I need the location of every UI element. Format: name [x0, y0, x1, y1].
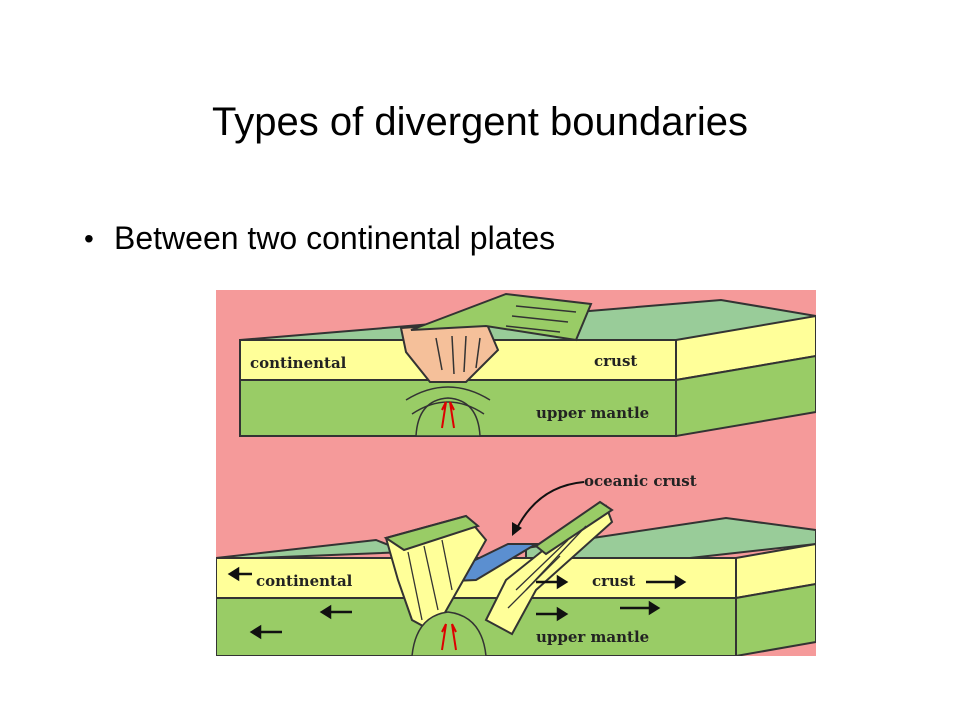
bottom-crust-side [735, 542, 816, 600]
top-mantle-label: upper mantle [536, 404, 649, 422]
bullet-list: • Between two continental plates [84, 220, 555, 257]
divergent-boundary-diagram: continental crust upper mantle [216, 290, 816, 656]
plate-motion-arrows [227, 566, 687, 640]
bottom-right-block-top [534, 500, 614, 556]
top-magma-dome [415, 397, 481, 437]
bottom-mantle-side [735, 582, 816, 656]
top-rift-ridge [410, 292, 593, 342]
bottom-mantle-label: upper mantle [536, 628, 649, 646]
bullet-icon: • [84, 222, 94, 254]
oceanic-crust-callout-arrow [515, 481, 585, 531]
slide-title: Types of divergent boundaries [212, 100, 748, 144]
top-crust-side [675, 314, 816, 382]
bottom-callout-label: oceanic crust [584, 472, 697, 490]
bullet-text: Between two continental plates [114, 220, 556, 256]
bottom-block: oceanic crust continental crust upper ma… [216, 472, 816, 656]
bullet-item: • Between two continental plates [84, 220, 555, 257]
top-block: continental crust upper mantle [239, 292, 816, 438]
top-mantle-side [675, 354, 816, 438]
bottom-left-label: continental [256, 572, 353, 590]
top-magma-arrows [441, 401, 455, 429]
bottom-magma-arrows [441, 623, 457, 651]
top-right-label: crust [594, 352, 637, 370]
bottom-right-label: crust [592, 572, 635, 590]
bottom-right-tilted-block [484, 504, 614, 636]
top-left-label: continental [250, 354, 347, 372]
callout-arrowhead [512, 522, 522, 536]
bottom-magma-dome [411, 611, 487, 656]
bottom-left-block-top [383, 514, 481, 552]
